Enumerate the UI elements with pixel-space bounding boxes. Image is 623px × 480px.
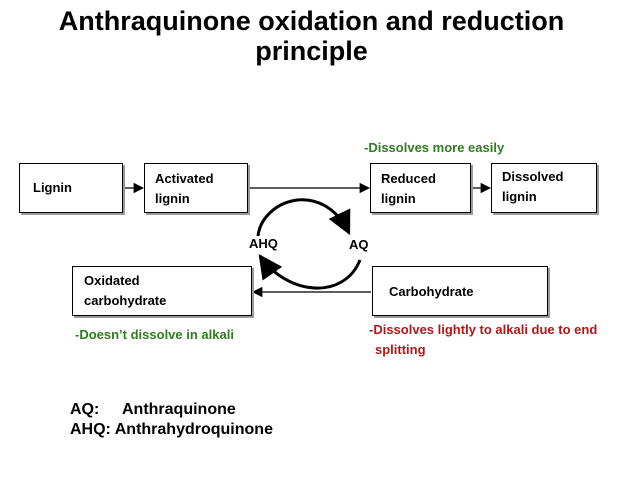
box-carbohydrate: Carbohydrate	[372, 266, 548, 316]
box-reduced-label-1: Reduced	[381, 171, 436, 186]
box-carbohydrate-label: Carbohydrate	[389, 284, 474, 299]
title-line-2: principle	[255, 36, 368, 66]
note-dissolves-lightly-line-2: splitting	[375, 342, 426, 357]
box-reduced-lignin: Reduced lignin	[370, 163, 471, 213]
box-activated-label-2: lignin	[155, 191, 190, 206]
box-activated-label-1: Activated	[155, 171, 214, 186]
label-aq: AQ	[349, 237, 369, 252]
box-activated-lignin: Activated lignin	[144, 163, 248, 213]
note-dissolves-lightly: -Dissolves lightly to alkali due to end …	[369, 320, 597, 360]
cycle-arrow-ahq-to-aq	[256, 198, 351, 237]
box-dissolved-label-2: lignin	[502, 189, 537, 204]
note-dissolves-lightly-line-1: -Dissolves lightly to alkali due to end	[369, 322, 598, 337]
box-oxidated-label-2: carbohydrate	[84, 293, 167, 308]
note-dissolves-easily: -Dissolves more easily	[364, 140, 505, 155]
box-oxidated-carbohydrate: Oxidated carbohydrate	[72, 266, 252, 316]
box-dissolved-label-1: Dissolved	[502, 169, 564, 184]
label-ahq: AHQ	[249, 236, 278, 251]
note-no-dissolve: -Doesn’t dissolve in alkali	[75, 327, 234, 342]
box-reduced-label-2: lignin	[381, 191, 416, 206]
cycle-arrow-aq-to-ahq	[258, 254, 362, 290]
legend-ahq-value: Anthrahydroquinone	[114, 421, 273, 438]
legend: AQ: Anthraquinone AHQ: Anthrahydroquinone	[70, 400, 273, 440]
box-oxidated-label-1: Oxidated	[84, 273, 140, 288]
legend-row-ahq: AHQ: Anthrahydroquinone	[70, 420, 273, 440]
box-dissolved-lignin: Dissolved lignin	[491, 163, 597, 213]
page-title: Anthraquinone oxidation and reduction pr…	[0, 6, 623, 66]
legend-row-aq: AQ: Anthraquinone	[70, 400, 273, 420]
legend-ahq-key: AHQ:	[70, 421, 111, 438]
title-line-1: Anthraquinone oxidation and reduction	[58, 6, 565, 36]
box-lignin: Lignin	[19, 163, 123, 213]
box-lignin-label: Lignin	[33, 180, 72, 195]
legend-aq-key: AQ:	[70, 401, 100, 418]
legend-aq-value: Anthraquinone	[122, 401, 236, 418]
